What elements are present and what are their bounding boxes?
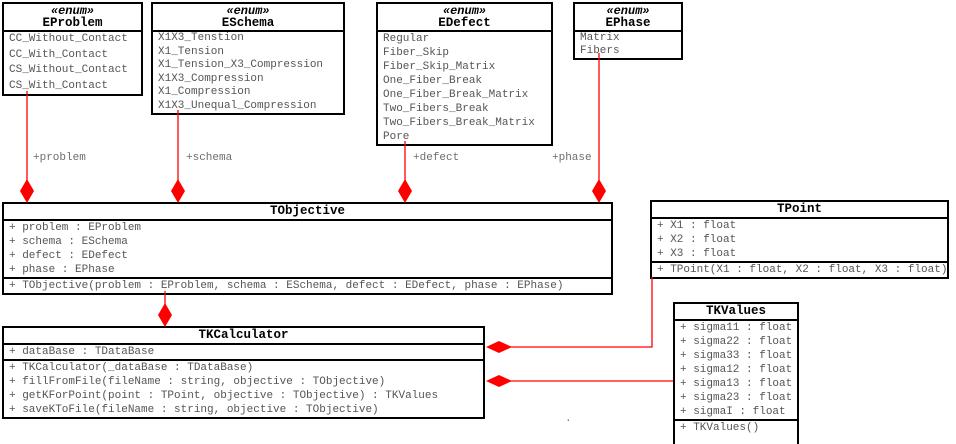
composition-diamond-schema	[171, 179, 185, 203]
enum-name: EDefect	[438, 16, 491, 30]
class-tpoint-header: TPoint	[652, 202, 947, 219]
enum-literal: Two_Fibers_Break_Matrix	[383, 117, 535, 129]
enum-name: EPhase	[605, 16, 651, 30]
class-attribute: + X3 : float	[657, 248, 737, 260]
enum-stereotype: «enum»	[606, 4, 650, 18]
class-attribute: + problem : EProblem	[9, 222, 142, 234]
class-attribute: + defect : EDefect	[9, 250, 128, 262]
class-attribute: + sigma22 : float	[680, 336, 793, 348]
enum-literal: X1X3_Unequal_Compression	[158, 99, 317, 112]
enum-literal: Matrix	[580, 32, 620, 44]
class-method: + getKForPoint(point : TPoint, objective…	[9, 390, 439, 402]
class-method: + saveKToFile(fileName : string, objecti…	[9, 404, 379, 416]
class-tpoint-attributes: + X1 : float + X2 : float + X3 : float	[652, 219, 947, 261]
class-name: TKValues	[705, 304, 766, 318]
enum-literal: X1_Tension_X3_Compression	[158, 59, 324, 71]
association-label-defect: +defect	[413, 152, 460, 164]
enum-stereotype: «enum»	[226, 4, 270, 18]
class-method: + fillFromFile(fileName : string, object…	[9, 376, 386, 388]
enum-literal: CC_Without_Contact	[9, 33, 128, 45]
class-tpoint-box: TPoint + X1 : float + X2 : float + X3 : fl…	[650, 200, 949, 279]
enum-literal: Two_Fibers_Break	[383, 103, 489, 115]
class-attribute: + dataBase : TDataBase	[9, 346, 155, 358]
class-attribute: + sigma33 : float	[680, 350, 793, 362]
composition-diamond-point	[486, 341, 512, 353]
enum-literal: Fiber_Skip	[383, 47, 450, 59]
enum-eproblem-header: «enum» EProblem	[4, 4, 141, 32]
enum-stereotype: «enum»	[442, 4, 487, 18]
class-attribute: + sigma13 : float	[680, 378, 793, 390]
class-tkcalculator-attributes: + dataBase : TDataBase	[4, 345, 483, 359]
enum-literal: One_Fiber_Break	[383, 75, 483, 87]
class-tkvalues-attributes: + sigma11 : float + sigma22 : float + sigm…	[675, 321, 797, 419]
composition-diamond-objective	[158, 303, 172, 327]
class-attribute: + sigmaI : float	[680, 406, 786, 418]
enum-literal: X1X3_Compression	[158, 72, 264, 85]
class-tkvalues-header: TKValues	[675, 304, 797, 321]
class-method: + TKCalculator(_dataBase : TDataBase)	[9, 362, 254, 374]
class-attribute: + X1 : float	[657, 220, 737, 232]
enum-eschema-header: «enum» ESchema	[153, 4, 343, 32]
enum-literal: X1_Compression	[158, 86, 251, 98]
enum-literal: CS_Without_Contact	[9, 64, 128, 76]
class-tkvalues-box: TKValues + sigma11 : float + sigma22 : fl…	[673, 302, 799, 444]
stray-dot: .	[565, 413, 572, 425]
enum-literal: Fiber_Skip_Matrix	[383, 61, 496, 73]
class-tkcalculator-box: TKCalculator + dataBase : TDataBase + TK…	[2, 326, 485, 419]
enum-literal: One_Fiber_Break_Matrix	[383, 89, 529, 101]
class-attribute: + sigma11 : float	[680, 322, 793, 334]
class-tkvalues-methods: + TKValues()	[675, 419, 797, 444]
class-tkcalculator-header: TKCalculator	[4, 328, 483, 345]
composition-diamond-defect	[398, 179, 412, 203]
class-attribute: + schema : ESchema	[9, 236, 128, 248]
class-tpoint-methods: + TPoint(X1 : float, X2 : float, X3 : fl…	[652, 261, 947, 277]
class-attribute: + X2 : float	[657, 234, 737, 246]
class-attribute: + sigma23 : float	[680, 392, 793, 404]
association-label-problem: +problem	[33, 152, 86, 164]
enum-literal: CS_With_Contact	[9, 79, 109, 92]
composition-diamond-problem	[20, 179, 34, 203]
class-tkcalculator-methods: + TKCalculator(_dataBase : TDataBase) + f…	[4, 359, 483, 417]
enum-name: ESchema	[221, 16, 275, 30]
class-name: TPoint	[776, 202, 822, 216]
enum-literal: X1X3_Tenstion	[158, 32, 244, 44]
enum-ephase-header: «enum» EPhase	[575, 4, 681, 32]
enum-name: EProblem	[42, 16, 103, 30]
class-tobjective-attributes: + problem : EProblem + schema : ESchema + …	[4, 221, 611, 277]
association-label-phase: +phase	[552, 152, 592, 164]
enum-stereotype: «enum»	[50, 4, 95, 18]
class-attribute: + sigma12 : float	[680, 364, 793, 376]
class-method: + TObjective(problem : EProblem, schema …	[9, 280, 564, 292]
class-method: + TKValues()	[680, 422, 760, 434]
class-name: TKCalculator	[198, 328, 289, 342]
class-tobjective-methods: + TObjective(problem : EProblem, schema …	[4, 277, 611, 293]
enum-literal: CC_With_Contact	[9, 48, 109, 61]
class-tobjective-header: TObjective	[4, 204, 611, 221]
composition-diamond-values	[486, 375, 512, 387]
enum-literal: Regular	[383, 33, 430, 45]
class-name: TObjective	[269, 204, 345, 218]
enum-literal: X1_Tension	[158, 45, 225, 58]
enum-edefect-header: «enum» EDefect	[378, 4, 551, 32]
composition-diamond-phase	[592, 179, 606, 203]
enum-literal: Fibers	[580, 45, 620, 57]
class-method: + TPoint(X1 : float, X2 : float, X3 : fl…	[657, 264, 947, 276]
association-label-schema: +schema	[186, 152, 233, 164]
class-attribute: + phase : EPhase	[9, 264, 115, 276]
enum-literal: Pore	[383, 131, 410, 143]
class-tobjective-box: TObjective + problem : EProblem + schema …	[2, 202, 613, 295]
